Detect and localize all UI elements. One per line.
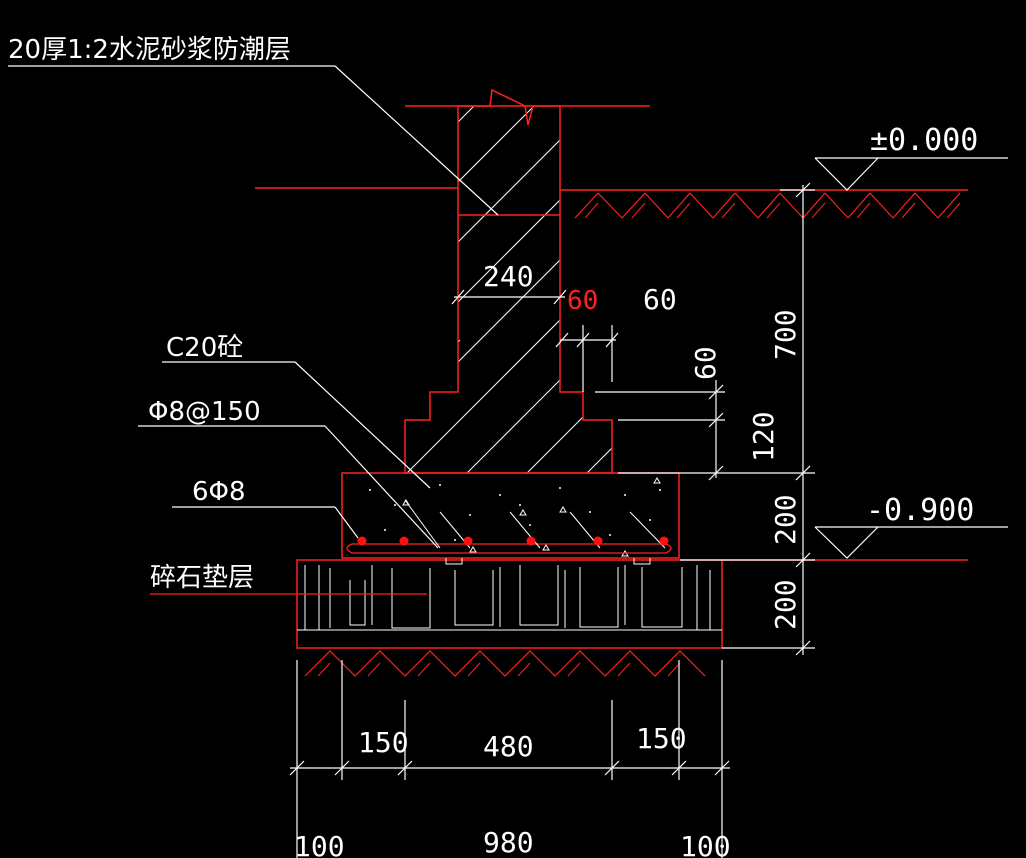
bottom-dim-lines (289, 660, 730, 858)
label-stirrup: Φ8@150 (148, 397, 261, 427)
dim-200-footing: 200 (769, 494, 802, 545)
dim-100-left: 100 (294, 830, 345, 858)
dim-980: 980 (483, 826, 534, 858)
ground-line-right (560, 189, 968, 219)
elevation-mark-base: -0.900 (722, 493, 1008, 561)
dim-150-left: 150 (358, 726, 409, 759)
step-horizontal-dims (555, 325, 619, 392)
dim-100-right: 100 (680, 830, 731, 858)
leader-lines (8, 65, 499, 549)
elevation-base-text: -0.900 (866, 493, 974, 528)
elevation-ground-text: ±0.000 (870, 123, 978, 158)
dim-60-white: 60 (643, 283, 677, 316)
dim-60-red: 60 (567, 286, 598, 316)
dim-700: 700 (769, 309, 802, 360)
label-main-bars: 6Φ8 (192, 477, 246, 507)
dim-150-right: 150 (636, 722, 687, 755)
label-concrete: C20砼 (166, 333, 243, 363)
dim-200-gravel: 200 (769, 579, 802, 630)
brick-wall-footing (404, 88, 650, 474)
dim-480: 480 (483, 730, 534, 763)
dim-step-60-vertical: 60 (689, 346, 722, 380)
dim-step-120: 120 (747, 411, 780, 462)
concrete-footing (341, 472, 680, 559)
wall-width-dim (451, 289, 567, 305)
rebar-dots (357, 536, 669, 546)
gravel-bed (296, 558, 723, 677)
label-damp-proof: 20厚1:2水泥砂浆防潮层 (8, 35, 291, 65)
label-gravel: 碎石垫层 (150, 563, 254, 593)
step-vertical-dims (595, 380, 725, 481)
dim-240: 240 (483, 260, 534, 293)
elevation-mark-ground: ±0.000 (814, 123, 1008, 191)
